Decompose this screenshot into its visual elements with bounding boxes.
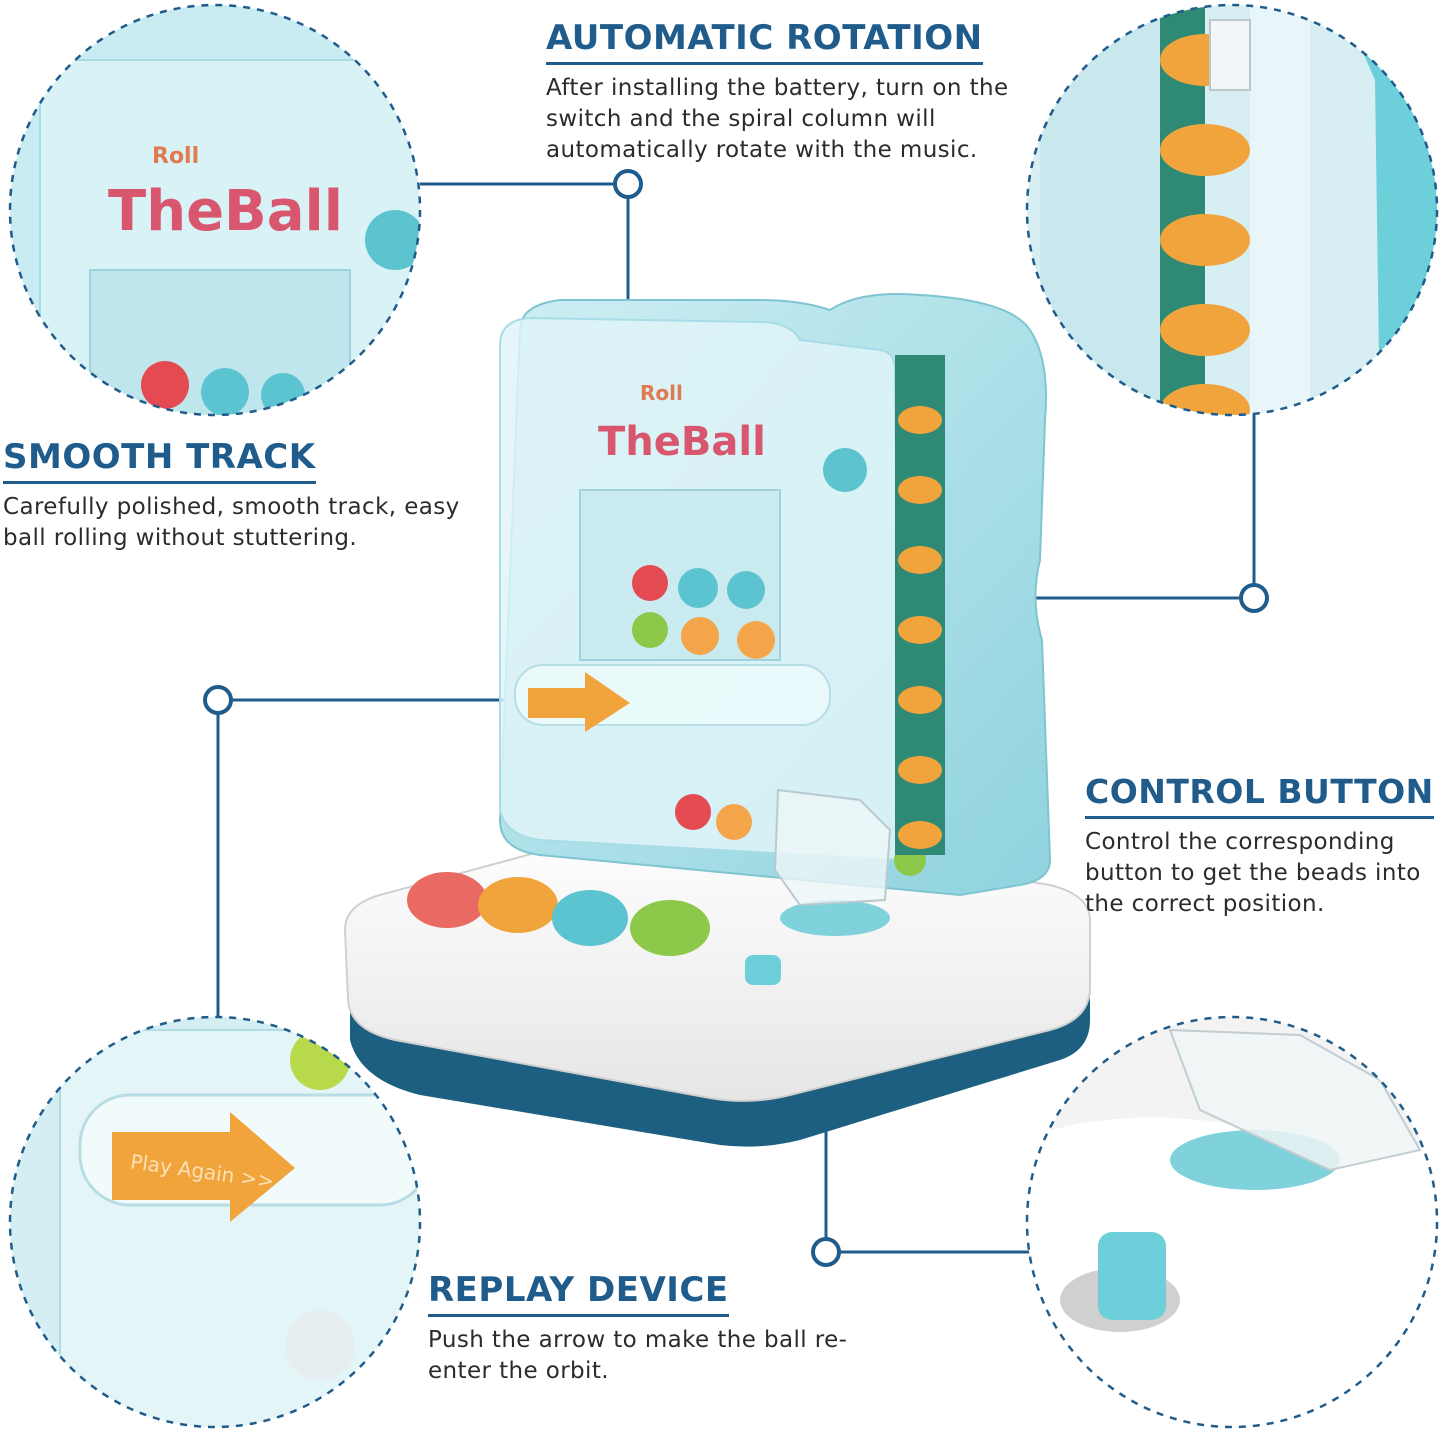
zoom-logo-text: TheBall [108,179,343,244]
feature-description: Carefully polished, smooth track, easy b… [3,494,460,551]
zoom-circle-replay-device: Play Again >> [8,1015,422,1429]
feature-smooth-track: SMOOTH TRACK Carefully polished, smooth … [3,437,473,554]
feature-title: SMOOTH TRACK [3,437,316,484]
replay-arrow-icon [528,672,630,732]
feature-replay-device: REPLAY DEVICE Push the arrow to make the… [428,1270,848,1387]
machine-logo-roll: Roll [640,381,683,405]
feature-title: REPLAY DEVICE [428,1270,729,1317]
zoom-circle-control-button [1025,1015,1439,1429]
zoom-circle-smooth-track: Roll TheBall [8,3,422,417]
feature-title: AUTOMATIC ROTATION [546,18,983,65]
clear-train-icon [773,788,892,907]
zoom-logo-roll: Roll [152,144,199,169]
toy-machine: Roll TheBall [343,293,1091,1147]
feature-description: Push the arrow to make the ball re-enter… [428,1327,848,1384]
spiral-column [898,406,942,849]
feature-description: After installing the battery, turn on th… [546,75,1009,163]
zoom-small-control-button [1098,1232,1166,1320]
zoom-replay-arrow-icon [112,1112,295,1222]
small-control-button [745,955,781,985]
color-buttons [407,872,710,956]
machine-logo-text: TheBall [598,419,766,465]
zoom-circle-automatic-rotation [1025,3,1439,417]
feature-automatic-rotation: AUTOMATIC ROTATION After installing the … [546,18,1066,166]
machine-round-button [823,448,867,492]
feature-title: CONTROL BUTTON [1085,772,1434,819]
feature-control-button: CONTROL BUTTON Control the corresponding… [1085,772,1445,920]
feature-description: Control the corresponding button to get … [1085,829,1421,917]
